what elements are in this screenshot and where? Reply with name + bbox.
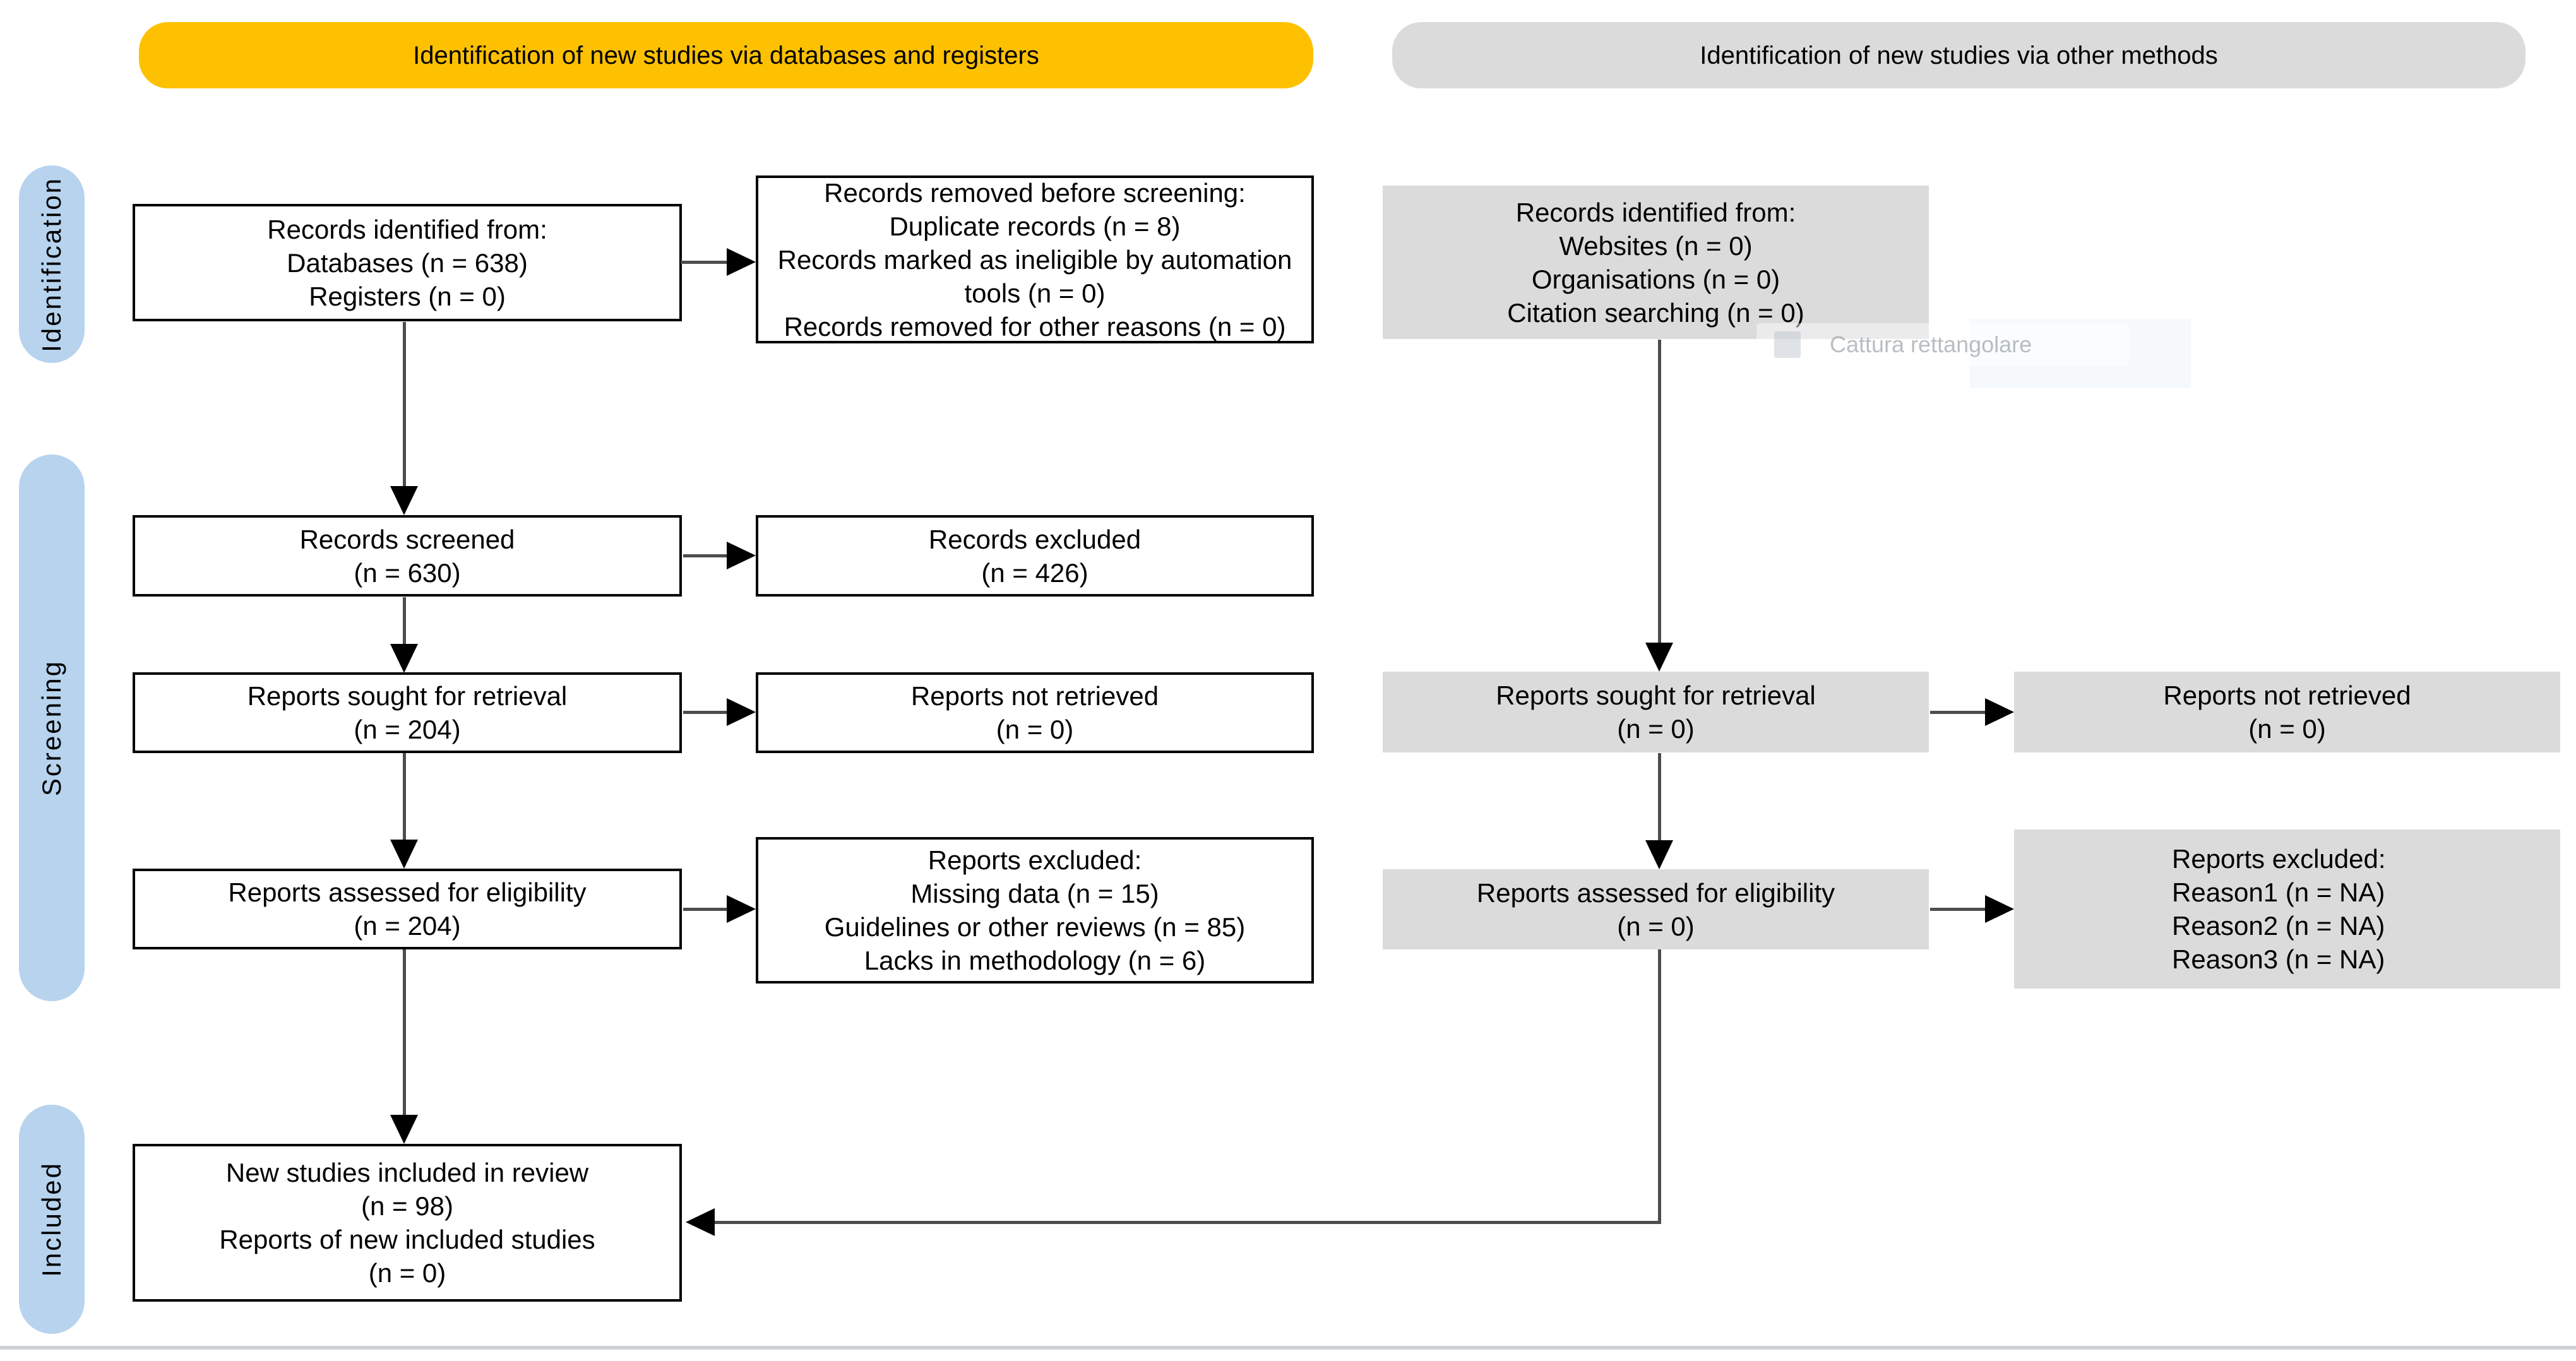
box-records-screened: Records screened (n = 630) [133, 515, 682, 597]
box-line: Reports excluded: [2172, 844, 2386, 874]
box-line: (n = 0) [996, 715, 1074, 744]
box-line: (n = 0) [2248, 714, 2326, 744]
arrowhead-down-icon [390, 486, 418, 515]
box-records-removed-before-screening: Records removed before screening: Duplic… [756, 175, 1314, 343]
arrow-identified-other-to-sought-line [1658, 340, 1661, 643]
box-line: Lacks in methodology (n = 6) [864, 946, 1206, 975]
box-reports-excluded-reasons: Reports excluded: Missing data (n = 15) … [756, 837, 1314, 984]
box-reports-not-retrieved-other: Reports not retrieved (n = 0) [2014, 672, 2560, 752]
box-line: (n = 0) [368, 1258, 446, 1288]
box-line: (n = 630) [354, 557, 461, 588]
box-records-identified-databases: Records identified from: Databases (n = … [133, 204, 682, 321]
arrowhead-right-icon [727, 248, 756, 276]
box-line: Records screened [299, 524, 515, 554]
box-line: Records identified from: [267, 214, 547, 244]
arrowhead-right-icon [727, 698, 756, 726]
box-records-identified-other: Records identified from: Websites (n = 0… [1383, 186, 1929, 339]
box-line: Citation searching (n = 0) [1507, 297, 1804, 328]
screenshot-tooltip-artifact: Cattura rettangolare [1756, 323, 2129, 366]
box-line: Reports excluded: [927, 845, 1142, 875]
box-records-excluded: Records excluded (n = 426) [756, 515, 1314, 597]
box-line: Reports sought for retrieval [1496, 680, 1816, 710]
box-new-studies-included: New studies included in review (n = 98) … [133, 1144, 682, 1302]
arrow-assessed-to-included-line [403, 949, 406, 1115]
arrowhead-down-icon [390, 1115, 418, 1144]
box-reports-sought-databases: Reports sought for retrieval (n = 204) [133, 672, 682, 753]
arrowhead-right-icon [727, 542, 756, 569]
box-line: Reports assessed for eligibility [1476, 877, 1835, 908]
box-reports-assessed-databases: Reports assessed for eligibility (n = 20… [133, 869, 682, 949]
stage-label-screening: Screening [37, 659, 66, 797]
box-line: Reports assessed for eligibility [228, 877, 587, 907]
arrow-screened-to-sought-line [403, 597, 406, 645]
box-line: Organisations (n = 0) [1531, 264, 1780, 294]
stage-pill-included: Included [19, 1105, 85, 1334]
box-line: Registers (n = 0) [309, 281, 506, 311]
arrowhead-down-icon [1645, 643, 1673, 672]
banner-other-methods-label: Identification of new studies via other … [1700, 41, 2218, 69]
box-line: Records removed before screening: [824, 177, 1246, 208]
box-line: Reason2 (n = NA) [2172, 911, 2385, 941]
stage-label-identification: Identification [37, 176, 66, 352]
arrowhead-right-icon [1985, 698, 2014, 726]
arrow-identified-to-removed-line [681, 261, 727, 264]
box-line: Reports sought for retrieval [247, 681, 568, 711]
arrow-sought-to-assessed-line [403, 753, 406, 841]
box-line: (n = 0) [1617, 714, 1695, 744]
banner-databases-registers: Identification of new studies via databa… [139, 22, 1313, 88]
box-line: Reports of new included studies [219, 1225, 595, 1254]
box-line: New studies included in review [225, 1158, 589, 1187]
banner-databases-registers-label: Identification of new studies via databa… [413, 41, 1039, 69]
arrowhead-right-icon [1985, 895, 2014, 923]
arrowhead-left-icon [686, 1208, 715, 1236]
box-line: (n = 98) [361, 1191, 453, 1221]
box-line: (n = 204) [354, 715, 461, 744]
box-line: Reports not retrieved [910, 681, 1159, 711]
bottom-divider [0, 1346, 2576, 1350]
box-line: Records marked as ineligible by automati… [777, 244, 1292, 308]
arrow-sought-other-to-notretrieved-line [1930, 711, 1985, 714]
box-line: Reason3 (n = NA) [2172, 944, 2385, 974]
box-line: Reports not retrieved [2163, 680, 2411, 710]
capture-icon [1774, 331, 1801, 358]
box-line: Missing data (n = 15) [910, 879, 1159, 908]
arrow-identified-to-screened-line [403, 322, 406, 486]
box-line: (n = 204) [354, 911, 461, 941]
box-line: (n = 0) [1617, 911, 1695, 941]
screenshot-artifact-band [1970, 319, 2191, 388]
box-reports-assessed-other: Reports assessed for eligibility (n = 0) [1383, 869, 1929, 949]
arrowhead-down-icon [390, 840, 418, 869]
stage-pill-screening: Screening [19, 455, 85, 1001]
box-line: Websites (n = 0) [1559, 230, 1753, 261]
arrow-sought-to-notretrieved-line [683, 711, 727, 714]
box-reports-sought-other: Reports sought for retrieval (n = 0) [1383, 672, 1929, 752]
stage-pill-identification: Identification [19, 165, 85, 363]
arrow-assessed-to-excluded-line [683, 908, 727, 911]
box-line: Duplicate records (n = 8) [889, 211, 1181, 241]
banner-other-methods: Identification of new studies via other … [1392, 22, 2525, 88]
arrowhead-right-icon [727, 895, 756, 923]
box-line: Reason1 (n = NA) [2172, 877, 2385, 907]
box-reports-excluded-other: Reports excluded: Reason1 (n = NA) Reaso… [2014, 829, 2560, 989]
capture-tooltip-label: Cattura rettangolare [1830, 331, 2032, 357]
arrow-screened-to-excluded-line [683, 554, 727, 557]
arrow-other-methods-to-included-line [715, 1221, 1661, 1224]
arrowhead-down-icon [1645, 840, 1673, 869]
box-line: Guidelines or other reviews (n = 85) [824, 912, 1246, 942]
box-line: (n = 426) [981, 557, 1088, 588]
arrow-sought-other-to-assessed-line [1658, 753, 1661, 840]
box-reports-not-retrieved-databases: Reports not retrieved (n = 0) [756, 672, 1314, 753]
box-line: Records excluded [928, 524, 1142, 554]
arrow-assessed-other-to-excluded-line [1930, 908, 1985, 911]
box-line: Records removed for other reasons (n = 0… [784, 311, 1286, 342]
arrowhead-down-icon [390, 644, 418, 673]
box-line: Records identified from: [1515, 197, 1796, 227]
stage-label-included: Included [37, 1162, 66, 1277]
box-line: Databases (n = 638) [287, 247, 528, 278]
arrow-assessed-other-down-line [1658, 949, 1661, 1224]
